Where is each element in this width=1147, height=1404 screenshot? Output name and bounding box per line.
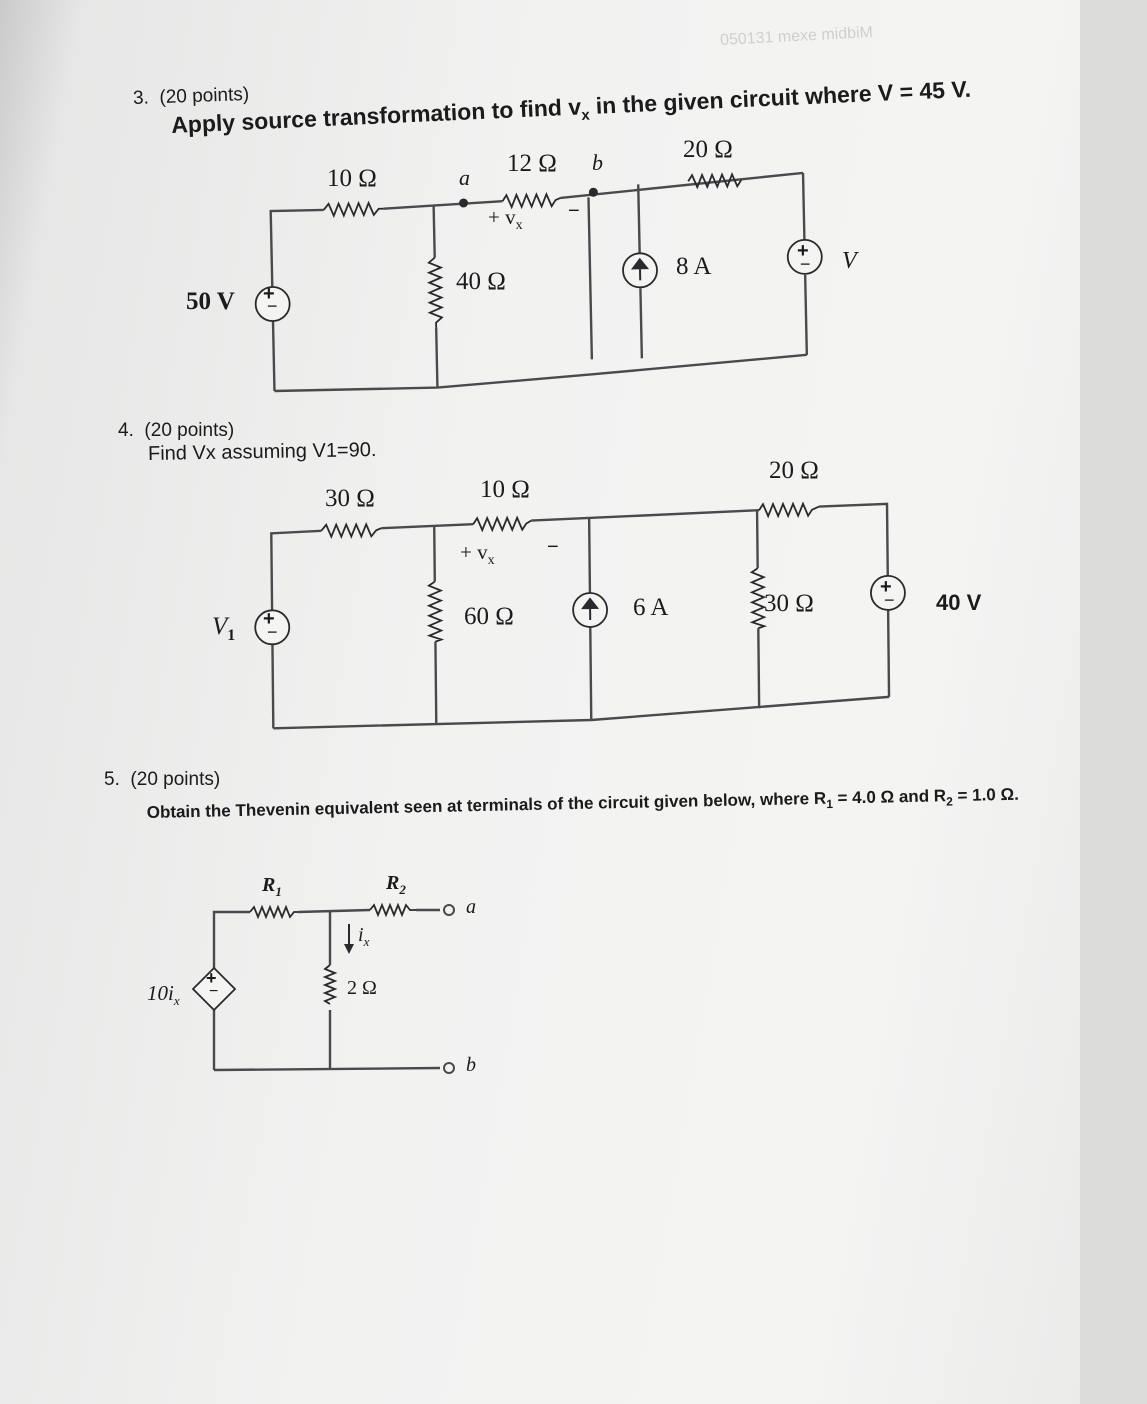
q4-label-v1: V1 <box>212 613 236 644</box>
q3-label-50v: 50 V <box>186 288 235 315</box>
q5-terminal-a: a <box>466 896 476 918</box>
q4-label-r10: 10 Ω <box>480 476 530 503</box>
q4-v1-minus: − <box>267 622 278 642</box>
paper-edge <box>1080 0 1147 1404</box>
q4-40v-minus: − <box>884 590 895 610</box>
q5-label-ix: ix <box>358 924 370 949</box>
q3-label-r12: 12 Ω <box>507 150 557 177</box>
q5-number: 5. (20 points) <box>104 769 221 790</box>
q5-dep-minus: − <box>209 983 219 1000</box>
q4-label-6a: 6 A <box>633 594 669 621</box>
q4-label-vx: + vx <box>460 540 495 569</box>
q3-vsrc-minus: − <box>800 254 811 274</box>
q5-label-dependent-source: 10ix <box>147 981 180 1009</box>
q3-label-8a: 8 A <box>676 253 712 280</box>
q3-label-vx: + vx <box>488 205 523 234</box>
q5-label-r2: R2 <box>386 872 406 897</box>
q5-label-r1: R1 <box>262 874 282 899</box>
q3-source-minus: − <box>267 296 278 316</box>
q4-label-40v: 40 V <box>936 590 982 615</box>
q4-number: 4. (20 points) <box>118 420 235 441</box>
q4-label-vx-minus: − <box>547 536 559 558</box>
q3-label-v: V <box>842 248 857 274</box>
q3-label-r40: 40 Ω <box>456 268 506 295</box>
q3-vsrc-plus: + <box>797 240 809 262</box>
q3-source-plus: + <box>263 283 275 305</box>
q3-label-r10: 10 Ω <box>327 165 377 192</box>
q5-terminal-b: b <box>466 1054 476 1076</box>
q4-label-r30b: 30 Ω <box>764 590 814 617</box>
q4-label-r20: 20 Ω <box>769 457 819 484</box>
q3-label-node-b: b <box>592 150 603 175</box>
q4-v1-plus: + <box>263 608 275 630</box>
q5-dep-plus: + <box>206 968 217 988</box>
q4-40v-plus: + <box>880 576 892 598</box>
q3-label-node-a: a <box>459 165 470 190</box>
q4-label-r60: 60 Ω <box>464 603 514 630</box>
q3-label-r20: 20 Ω <box>683 136 733 163</box>
q4-label-r30: 30 Ω <box>325 485 375 512</box>
q5-label-2ohm: 2 Ω <box>347 977 377 999</box>
q3-label-vx-minus: − <box>568 200 580 222</box>
